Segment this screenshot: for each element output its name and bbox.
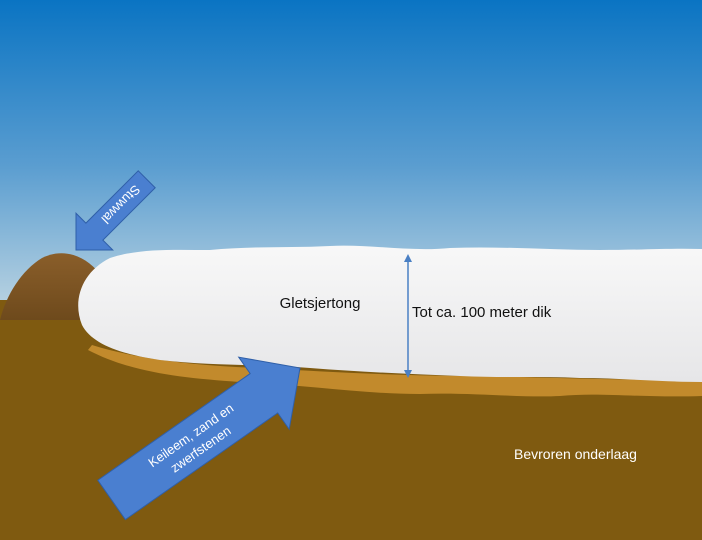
stuwwal-arrow-shape [75, 170, 156, 251]
glacier-tongue [78, 245, 702, 382]
stuwwal-hill [0, 253, 100, 320]
thickness-indicator [404, 254, 412, 378]
bevroren-label: Bevroren onderlaag [514, 446, 637, 462]
stuwwal-arrow: Stuwwal [75, 170, 156, 251]
keileem-arrow-shape [97, 356, 301, 521]
sediment-layer [88, 345, 702, 397]
thickness-arrow-bottom [404, 370, 412, 378]
gletsjertong-label: Gletsjertong [280, 295, 361, 312]
thickness-arrow-top [404, 254, 412, 262]
thickness-label: Tot ca. 100 meter dik [412, 304, 552, 321]
